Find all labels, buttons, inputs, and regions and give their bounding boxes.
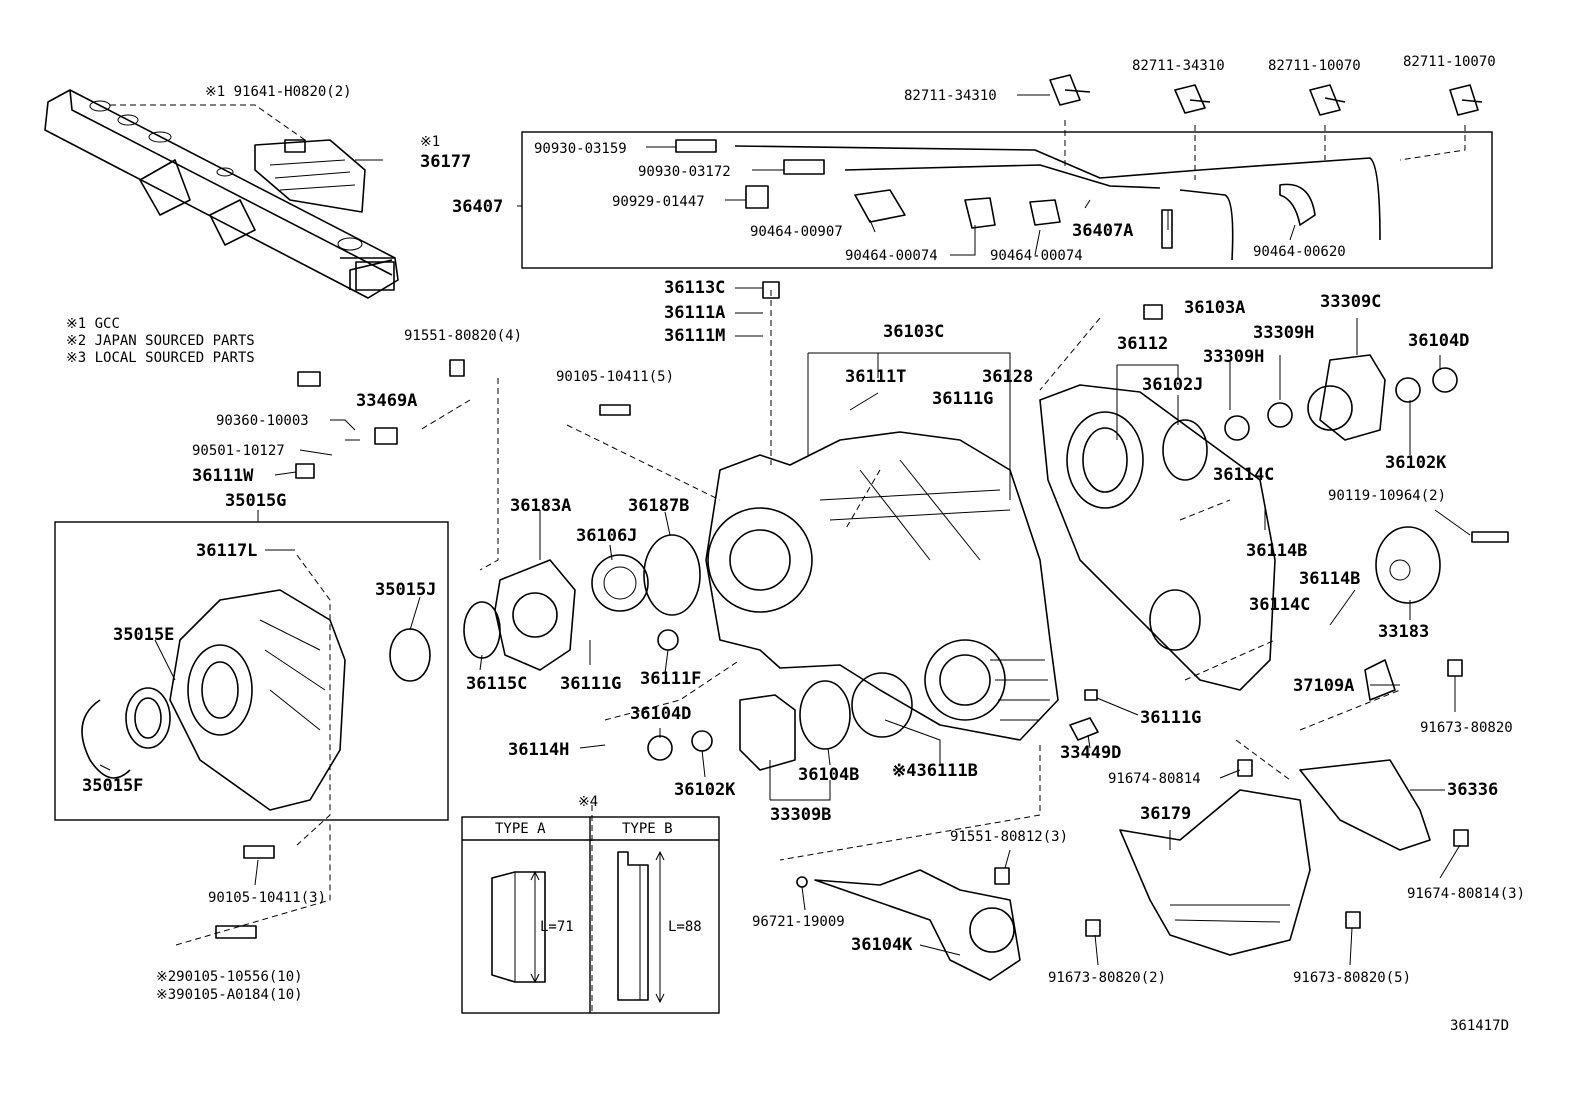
case-cover-illustration: [1039, 384, 1276, 691]
label-35015F: 35015F: [82, 776, 143, 796]
label-35015G: 35015G: [225, 491, 286, 511]
label-91551-80820: 91551-80820(4): [404, 328, 522, 344]
label-90464-00907: 90464-00907: [750, 224, 843, 240]
label-82711-10070-a: 82711-10070: [1268, 58, 1361, 74]
clip-illustrations: [1049, 74, 1483, 116]
label-36104K: 36104K: [851, 935, 913, 955]
label-36111M: 36111M: [664, 326, 725, 346]
label-90930-03172: 90930-03172: [638, 164, 731, 180]
label-90464-00074-b: 90464-00074: [990, 248, 1083, 264]
label-35015J: 35015J: [375, 580, 436, 600]
label-90105-10411-5: 90105-10411(5): [556, 369, 674, 385]
type-a-title: TYPE A: [495, 821, 546, 837]
type-a-length: L=71: [540, 919, 574, 935]
label-90930-03159: 90930-03159: [534, 141, 627, 157]
label-91673-80820-a: 91673-80820: [1420, 720, 1513, 736]
label-36115C: 36115C: [466, 674, 527, 694]
label-82711-34310-a: 82711-34310: [904, 88, 997, 104]
type-box-group: [461, 805, 720, 1014]
label-90105-10556: ※290105-10556(10): [156, 969, 303, 985]
label-36104D-b: 36104D: [630, 704, 691, 724]
label-35015E: 35015E: [113, 625, 174, 645]
label-36112: 36112: [1117, 334, 1168, 354]
label-91674-80814-3: 91674-80814(3): [1407, 886, 1525, 902]
label-36111A: 36111A: [664, 303, 725, 323]
label-37109A: 37109A: [1293, 676, 1354, 696]
label-82711-10070-b: 82711-10070: [1403, 54, 1496, 70]
label-90464-00074-a: 90464-00074: [845, 248, 938, 264]
label-36407A: 36407A: [1072, 221, 1133, 241]
label-91674-80814: 91674-80814: [1108, 771, 1201, 787]
note-japan-sourced: ※2 JAPAN SOURCED PARTS: [66, 333, 255, 349]
label-36187B: 36187B: [628, 496, 689, 516]
label-36102J: 36102J: [1142, 375, 1203, 395]
label-36114H: 36114H: [508, 740, 569, 760]
label-36111T: 36111T: [845, 367, 906, 387]
type-box-marker: ※4: [578, 794, 598, 810]
dashed-connectors: [110, 104, 1466, 946]
label-90360-10003: 90360-10003: [216, 413, 309, 429]
label-36111B: ※436111B: [892, 761, 978, 781]
label-36128: 36128: [982, 367, 1033, 387]
label-91673-80820-5: 91673-80820(5): [1293, 970, 1411, 986]
label-91641: ※1 91641-H0820(2): [205, 84, 352, 100]
label-36336: 36336: [1447, 780, 1498, 800]
label-33449D: 33449D: [1060, 743, 1121, 763]
label-91673-80820-2: 91673-80820(2): [1048, 970, 1166, 986]
transfer-case-illustration: [705, 431, 1059, 741]
label-36111G-a: 36111G: [932, 389, 993, 409]
label-33309H-a: 33309H: [1253, 323, 1314, 343]
label-90105-10411-3: 90105-10411(3): [208, 890, 326, 906]
label-82711-34310-b: 82711-34310: [1132, 58, 1225, 74]
label-33469A: 33469A: [356, 391, 417, 411]
label-90119-10964: 90119-10964(2): [1328, 488, 1446, 504]
label-36114C-b: 36114C: [1249, 595, 1310, 615]
label-36104D-a: 36104D: [1408, 331, 1469, 351]
diagram-id: 361417D: [1450, 1018, 1509, 1034]
note-local-sourced: ※3 LOCAL SOURCED PARTS: [66, 350, 255, 366]
label-36179: 36179: [1140, 804, 1191, 824]
label-36113C: 36113C: [664, 278, 725, 298]
label-36111W: 36111W: [192, 466, 254, 486]
label-36407: 36407: [452, 197, 503, 217]
label-33309B: 33309B: [770, 805, 831, 825]
label-96721-19009: 96721-19009: [752, 914, 845, 930]
type-b-length: L=88: [668, 919, 702, 935]
label-36177: 36177: [420, 152, 471, 172]
label-90105-A0184: ※390105-A0184(10): [156, 987, 303, 1003]
type-b-title: TYPE B: [622, 821, 673, 837]
extension-housing-box: [54, 521, 449, 821]
label-36114B-b: 36114B: [1299, 569, 1360, 589]
tube-kit-box: [521, 131, 1493, 269]
label-36102K-a: 36102K: [1385, 453, 1447, 473]
label-91551-80812: 91551-80812(3): [950, 829, 1068, 845]
label-36103A: 36103A: [1184, 298, 1245, 318]
label-33183: 33183: [1378, 622, 1429, 642]
label-36114B-a: 36114B: [1246, 541, 1307, 561]
label-36106J: 36106J: [576, 526, 637, 546]
leader-lines: [99, 94, 1471, 966]
note-gcc: ※1 GCC: [66, 316, 120, 332]
extension-housing-illustration: [169, 589, 346, 811]
label-33309H-b: 33309H: [1203, 347, 1264, 367]
small-parts-illustration: [81, 354, 1458, 981]
label-90464-00620: 90464-00620: [1253, 244, 1346, 260]
label-mark1: ※1: [420, 134, 440, 150]
crossmember-illustration: [44, 89, 399, 299]
label-36103C: 36103C: [883, 322, 944, 342]
label-36104B: 36104B: [798, 765, 859, 785]
label-36111G-b: 36111G: [560, 674, 621, 694]
label-90929-01447: 90929-01447: [612, 194, 705, 210]
bolt-illustrations: [215, 139, 1509, 939]
label-36117L: 36117L: [196, 541, 257, 561]
label-36111F: 36111F: [640, 669, 701, 689]
tube-assembly-illustration: [675, 139, 1381, 261]
label-90501-10127: 90501-10127: [192, 443, 285, 459]
label-36111G-c: 36111G: [1140, 708, 1201, 728]
label-36183A: 36183A: [510, 496, 571, 516]
label-36114C-a: 36114C: [1213, 465, 1274, 485]
label-36102K-b: 36102K: [674, 780, 736, 800]
label-33309C: 33309C: [1320, 292, 1381, 312]
